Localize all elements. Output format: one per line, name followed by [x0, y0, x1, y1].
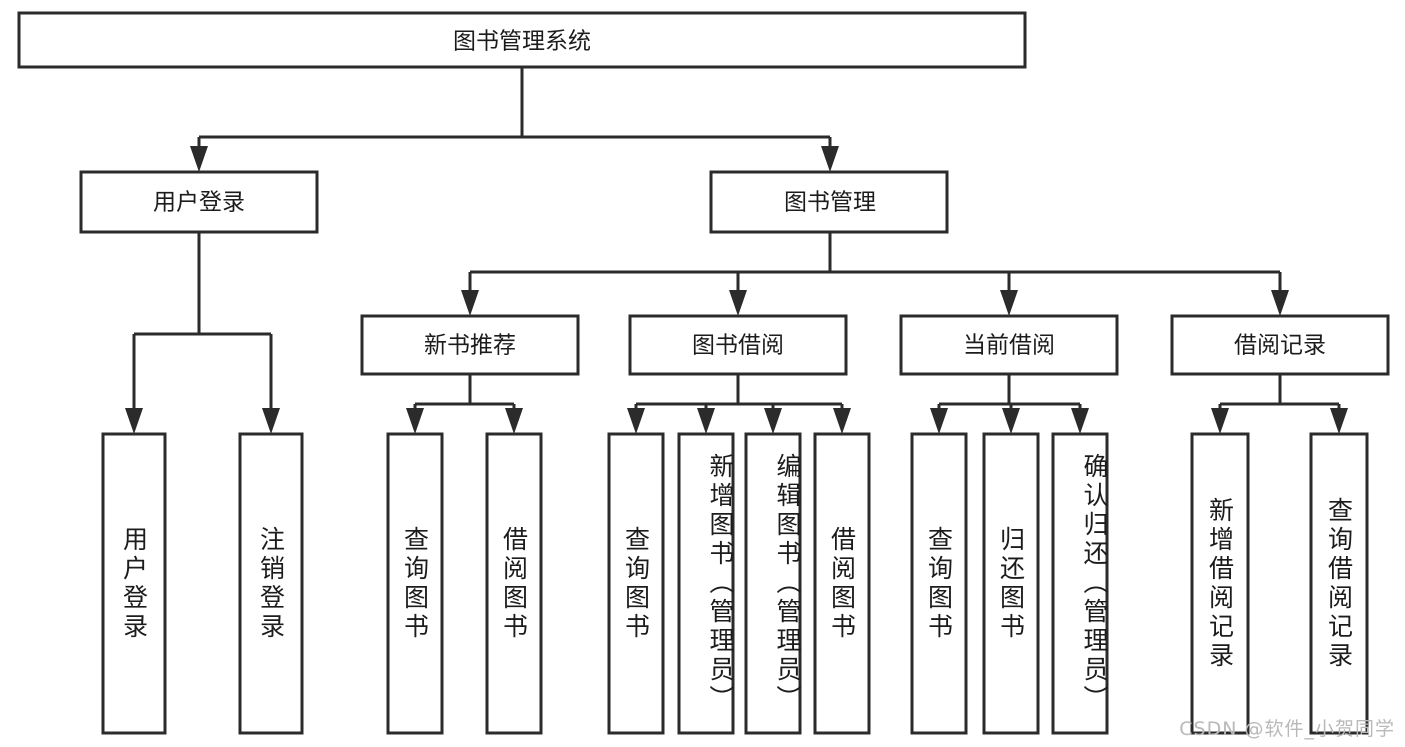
arrow-to-borrow-record: [1271, 290, 1289, 316]
node-leaf-edit-book-box[interactable]: [744, 432, 802, 735]
node-current-borrow-label: 当前借阅: [963, 333, 1055, 359]
node-leaf-query-book-3-box[interactable]: [910, 432, 968, 735]
watermark-text: CSDN @软件_小贺同学: [1179, 718, 1395, 740]
arrow-to-book-manage: [821, 146, 839, 172]
node-leaf-query-book-2-box[interactable]: [607, 432, 665, 735]
node-leaf-query-book-1-box[interactable]: [386, 432, 444, 735]
nodes-layer: 图书管理系统 用户登录 图书管理 新书推荐 图书借阅 当前: [17, 11, 1390, 735]
node-book-manage-label: 图书管理: [784, 190, 876, 216]
node-current-borrow[interactable]: 当前借阅: [899, 314, 1119, 376]
node-borrow-record-label: 借阅记录: [1234, 333, 1326, 359]
arrow-bookborrow-leaf-3: [764, 408, 782, 434]
arrow-borrowrecord-leaf-1: [1211, 408, 1229, 434]
node-leaf-add-record-box[interactable]: [1190, 432, 1250, 735]
node-borrow-record-box[interactable]: [1170, 314, 1390, 376]
node-new-book-recommend-box[interactable]: [360, 314, 580, 376]
arrow-to-leaf-logout: [262, 408, 280, 434]
arrow-to-book-borrow: [729, 290, 747, 316]
node-leaf-query-record-box[interactable]: [1309, 432, 1369, 735]
node-leaf-logout-box[interactable]: [238, 432, 304, 735]
arrow-to-current-borrow: [1000, 290, 1018, 316]
arrow-newbook-leaf-1: [406, 408, 424, 434]
arrow-bookborrow-leaf-2: [697, 408, 715, 434]
node-root-label: 图书管理系统: [453, 29, 591, 55]
node-leaf-confirm-return-box[interactable]: [1051, 432, 1109, 735]
node-user-login-box[interactable]: [79, 170, 319, 234]
node-new-book-recommend-label: 新书推荐: [424, 333, 516, 359]
node-book-borrow-label: 图书借阅: [692, 333, 784, 359]
node-leaf-user-login-box[interactable]: [101, 432, 167, 735]
node-book-manage-box[interactable]: [709, 170, 949, 234]
node-leaf-borrow-book-1-box[interactable]: [485, 432, 543, 735]
node-leaf-return-book-box[interactable]: [982, 432, 1040, 735]
node-root[interactable]: 图书管理系统: [17, 11, 1027, 69]
node-leaf-add-book-box[interactable]: [677, 432, 735, 735]
arrow-to-user-login: [190, 146, 208, 172]
arrow-bookborrow-leaf-4: [833, 408, 851, 434]
arrow-to-new-book-rec: [461, 290, 479, 316]
node-root-box[interactable]: [17, 11, 1027, 69]
arrow-currentborrow-leaf-1: [930, 408, 948, 434]
node-current-borrow-box[interactable]: [899, 314, 1119, 376]
arrow-bookborrow-leaf-1: [627, 408, 645, 434]
arrow-borrowrecord-leaf-2: [1330, 408, 1348, 434]
node-new-book-recommend[interactable]: 新书推荐: [360, 314, 580, 376]
node-borrow-record[interactable]: 借阅记录: [1170, 314, 1390, 376]
node-book-manage[interactable]: 图书管理: [709, 170, 949, 234]
arrow-to-leaf-user-login: [125, 408, 143, 434]
arrow-currentborrow-leaf-3: [1071, 408, 1089, 434]
node-user-login[interactable]: 用户登录: [79, 170, 319, 234]
edges-layer: [125, 67, 1348, 434]
node-user-login-label: 用户登录: [153, 190, 245, 216]
node-book-borrow-box[interactable]: [628, 314, 848, 376]
arrow-newbook-leaf-2: [505, 408, 523, 434]
node-leaf-borrow-book-2-box[interactable]: [813, 432, 871, 735]
arrow-currentborrow-leaf-2: [1002, 408, 1020, 434]
node-book-borrow[interactable]: 图书借阅: [628, 314, 848, 376]
